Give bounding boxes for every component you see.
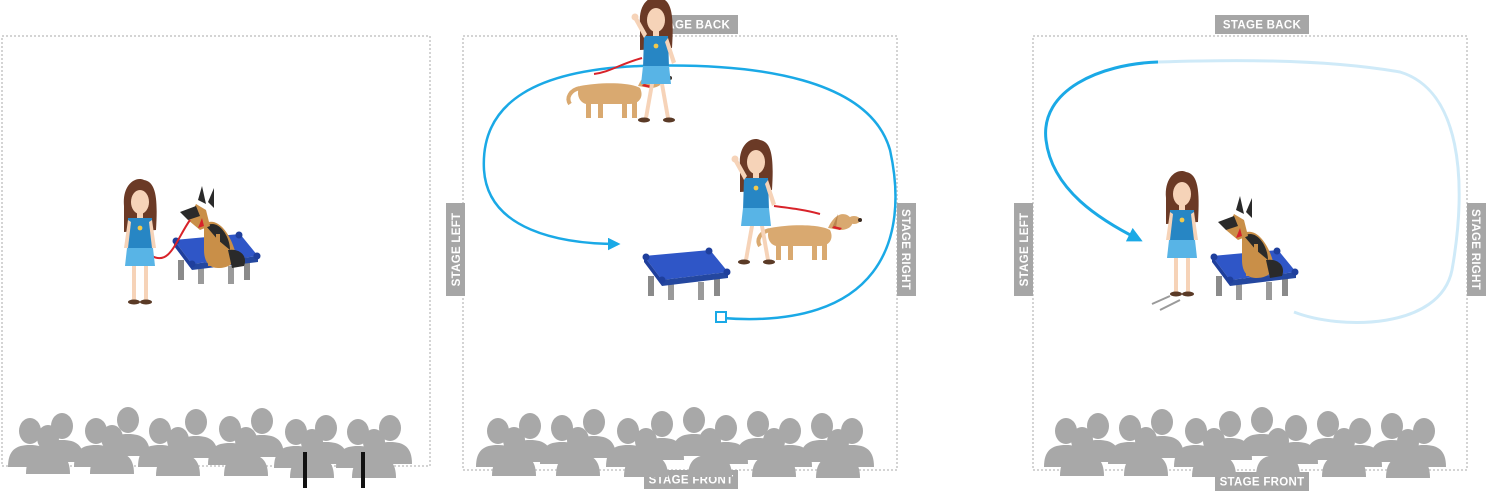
handler-icon	[731, 139, 776, 265]
leash	[593, 57, 643, 75]
stage-outline	[1, 35, 431, 467]
path-trail-faded	[1157, 59, 1461, 324]
svg-text:STAGE BACK: STAGE BACK	[1223, 20, 1302, 32]
svg-text:STAGE FRONT: STAGE FRONT	[649, 475, 734, 487]
dog-platform-icon	[642, 247, 731, 300]
label-stage-front: STAGE FRONT	[1215, 472, 1309, 491]
svg-text:STAGE FRONT: STAGE FRONT	[1220, 477, 1305, 489]
label-stage-right: STAGE RIGHT	[1467, 203, 1486, 296]
door-posts	[303, 452, 365, 488]
motion-lines	[1151, 295, 1181, 311]
svg-text:STAGE RIGHT: STAGE RIGHT	[1469, 209, 1481, 290]
handler-icon	[1165, 171, 1199, 297]
path-arrow-icon	[1044, 60, 1159, 242]
panel-3: STAGE BACK STAGE FRONT STAGE LEFT STAGE …	[1014, 15, 1486, 491]
audience-icon	[476, 407, 874, 478]
panel-1	[1, 35, 431, 488]
retriever-icon	[756, 212, 864, 262]
stage-outline	[1032, 35, 1468, 471]
label-stage-left: STAGE LEFT	[1014, 203, 1033, 296]
label-stage-left: STAGE LEFT	[446, 203, 465, 296]
audience-icon	[1044, 407, 1446, 478]
audience-icon	[8, 407, 412, 478]
label-stage-back: STAGE BACK	[1215, 15, 1309, 34]
path-arrow-icon	[482, 64, 897, 321]
path-start-marker-icon	[715, 311, 727, 323]
leash	[773, 205, 821, 215]
handler-icon	[123, 179, 157, 305]
leash	[151, 219, 191, 260]
label-stage-right: STAGE RIGHT	[897, 203, 916, 296]
handler-icon	[631, 0, 676, 123]
svg-text:STAGE RIGHT: STAGE RIGHT	[899, 209, 911, 290]
svg-text:STAGE LEFT: STAGE LEFT	[1019, 213, 1031, 287]
svg-text:STAGE LEFT: STAGE LEFT	[451, 213, 463, 287]
panel-2: STAGE BACK STAGE FRONT STAGE LEFT STAGE …	[446, 0, 916, 489]
